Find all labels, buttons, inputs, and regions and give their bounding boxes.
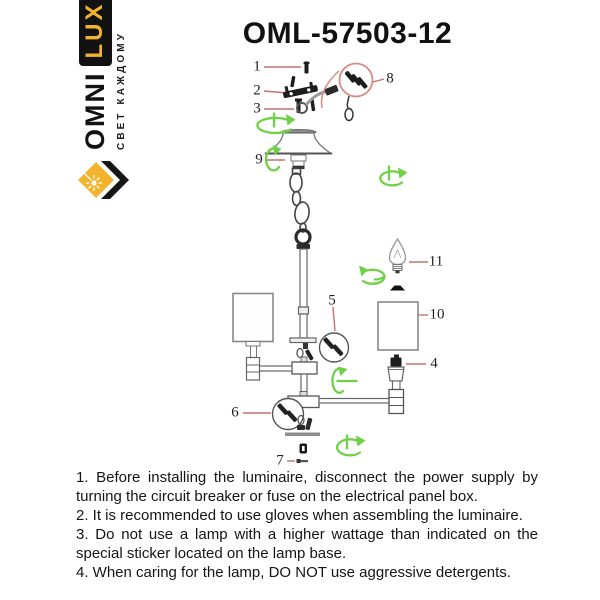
brand-logo: OMNI LUX СВЕТ КАЖДОМУ	[72, 0, 134, 206]
part-label-2: 2	[253, 82, 261, 99]
mounting-hardware	[283, 61, 318, 113]
page-title: OML-57503-12	[242, 17, 453, 50]
starburst-icon	[84, 173, 102, 191]
instructions-block: 1. Before installing the luminaire, disc…	[76, 468, 538, 582]
instruction-line-1: 1. Before installing the luminaire, disc…	[76, 469, 538, 505]
part-label-8: 8	[386, 70, 394, 87]
detail-circle-8	[320, 62, 374, 109]
part-label-6: 6	[231, 404, 239, 421]
instruction-line-3: 3. Do not use a lamp with a higher watta…	[76, 526, 538, 562]
rotation-arrow-icon-canopy	[256, 112, 296, 135]
part-label-10: 10	[429, 306, 445, 323]
top-hub	[291, 356, 318, 375]
instruction-line-4: 4. When caring for the lamp, DO NOT use …	[76, 564, 511, 581]
center-pole	[289, 228, 317, 361]
part-label-5: 5	[328, 292, 336, 309]
mounting-plate	[283, 81, 318, 99]
leader-lines	[243, 66, 428, 462]
left-arm	[258, 365, 293, 372]
rotation-arrow-icon-base	[335, 434, 366, 457]
part-label-4: 4	[430, 355, 438, 372]
left-lampshade	[232, 292, 274, 381]
rotation-arrow-icon-hub	[331, 366, 358, 394]
part-label-1: 1	[253, 58, 261, 75]
detail-circle-6	[271, 397, 305, 431]
right-arm	[318, 397, 391, 404]
lampshade-part-10	[377, 301, 419, 351]
socket-part-4	[387, 354, 405, 415]
rotation-arrow-icon-chain	[379, 165, 408, 187]
socket-ring	[390, 285, 405, 291]
part-label-11: 11	[428, 253, 444, 270]
lower-fasteners	[285, 414, 320, 463]
logo-diamond-icon	[78, 161, 129, 199]
part-label-3: 3	[253, 100, 261, 117]
part-label-7: 7	[276, 452, 284, 469]
bulb-part-11	[388, 237, 407, 274]
part-label-9: 9	[255, 151, 263, 168]
detail-circle-5	[318, 332, 350, 363]
chain	[289, 167, 310, 233]
instruction-line-2: 2. It is recommended to use gloves when …	[76, 507, 523, 524]
rotation-arrow-icon-stem	[264, 145, 282, 172]
ceiling-canopy	[263, 129, 334, 169]
rotation-arrow-icon-bulb	[359, 265, 386, 285]
